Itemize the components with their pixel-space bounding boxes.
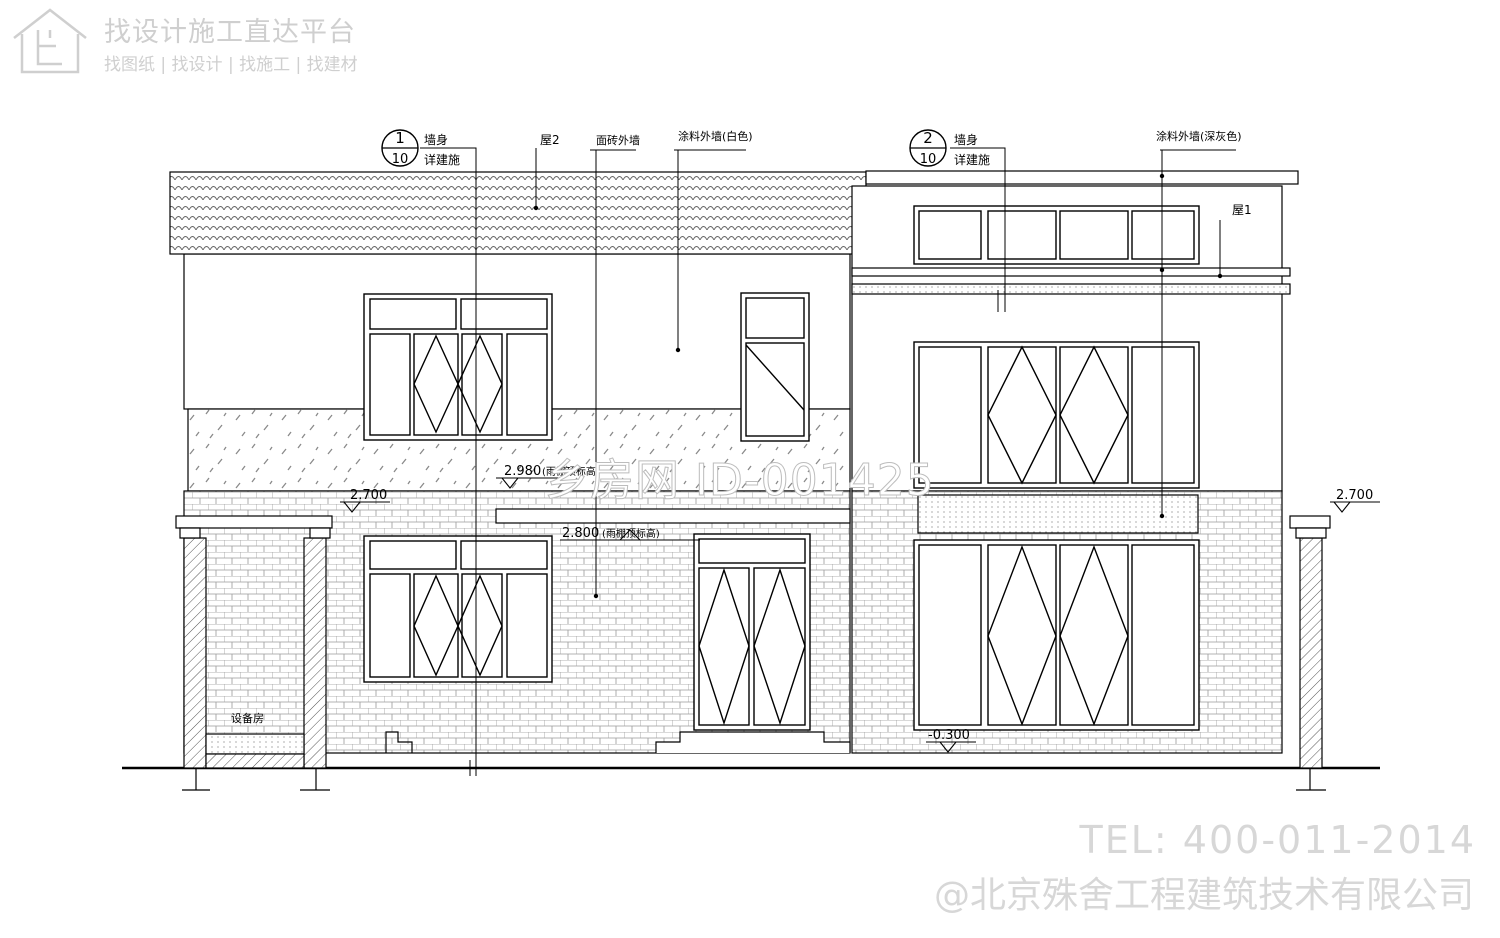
elev-mark-2700-left: 2.700 bbox=[340, 488, 390, 513]
detail1-number: 1 bbox=[395, 129, 405, 147]
watermark-title: 找设计施工直达平台 bbox=[104, 17, 356, 48]
side-steps bbox=[385, 731, 413, 753]
elev-2800-note: (雨棚顶标高) bbox=[602, 527, 660, 540]
detail2-number: 2 bbox=[923, 129, 933, 147]
window-clerestory bbox=[913, 205, 1200, 265]
paint-gray-label: 涂料外墙(深灰色) bbox=[1156, 129, 1242, 143]
left-roof-tiles bbox=[169, 171, 867, 255]
elev-neg300: -0.300 bbox=[928, 728, 970, 743]
roof1-label: 屋1 bbox=[1232, 203, 1252, 217]
leader-lines bbox=[420, 147, 1236, 776]
roof2-label: 屋2 bbox=[540, 133, 560, 147]
detail2-line1: 墙身 bbox=[954, 132, 978, 147]
canopy-slab bbox=[495, 508, 851, 524]
detail1-line1: 墙身 bbox=[424, 132, 448, 147]
entry-steps bbox=[655, 731, 851, 753]
window-upper-left bbox=[363, 293, 553, 441]
right-cornice-2 bbox=[851, 283, 1291, 295]
watermark-subtitle: 找图纸 | 找设计 | 找施工 | 找建材 bbox=[104, 55, 358, 75]
watermark-tel: TEL: 400-011-2014 bbox=[1079, 818, 1476, 862]
elev-2700-right: 2.700 bbox=[1336, 488, 1373, 503]
elev-mark-2980: 2.980 (雨棚顶标高) bbox=[496, 464, 600, 489]
window-right-upper-large bbox=[913, 341, 1200, 489]
door-center bbox=[693, 533, 811, 731]
right-roof-slab bbox=[865, 170, 1299, 185]
elev-mark-neg300: -0.300 bbox=[926, 728, 976, 753]
right-pier bbox=[1289, 515, 1331, 791]
elev-2980: 2.980 bbox=[504, 464, 541, 479]
tile-wall-label: 面砖外墙 bbox=[596, 133, 640, 147]
detail1-line2: 详建施 bbox=[424, 152, 460, 167]
equipment-room-label: 设备房 bbox=[231, 711, 264, 725]
window-upper-narrow bbox=[740, 292, 810, 442]
detail1-sheet: 10 bbox=[392, 152, 409, 167]
logo-house-icon bbox=[13, 8, 87, 74]
equipment-room bbox=[175, 515, 333, 791]
watermark-company: @北京殊舍工程建筑技术有限公司 bbox=[933, 875, 1474, 916]
paint-white-label: 涂料外墙(白色) bbox=[678, 129, 753, 143]
elev-2700-left: 2.700 bbox=[350, 488, 387, 503]
window-lower-left bbox=[363, 535, 553, 683]
detail2-line2: 详建施 bbox=[954, 152, 990, 167]
detail-callout-2: 2 10 墙身 详建施 bbox=[909, 129, 990, 167]
elev-mark-2800: 2.800 (雨棚顶标高) bbox=[560, 526, 700, 541]
door-right-large bbox=[913, 539, 1200, 731]
right-cornice-1 bbox=[851, 267, 1291, 277]
elev-2800: 2.800 bbox=[562, 526, 599, 541]
elev-mark-2700-right: 2.700 bbox=[1330, 488, 1380, 513]
detail-callout-1: 1 10 墙身 详建施 bbox=[381, 129, 460, 167]
watermark-center-id: 乡房网 ID-001425 bbox=[545, 455, 935, 507]
detail2-sheet: 10 bbox=[920, 152, 937, 167]
right-dotted-band bbox=[917, 494, 1199, 534]
elev-2980-note: (雨棚顶标高) bbox=[542, 465, 600, 478]
